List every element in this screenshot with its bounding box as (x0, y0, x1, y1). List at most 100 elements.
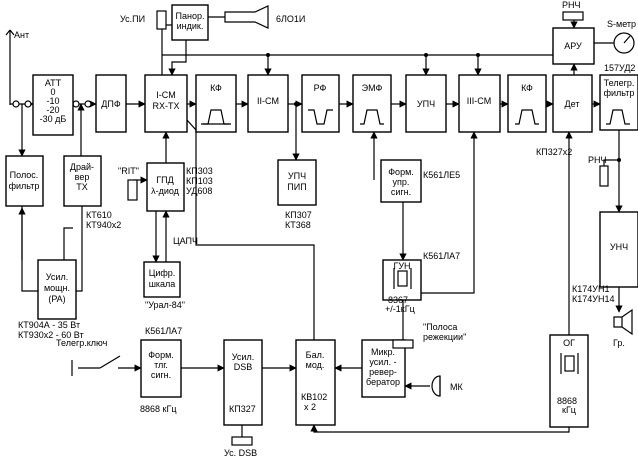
formtlg-text: тлг. (154, 360, 168, 370)
polosa1-label: "Полоса (423, 322, 457, 332)
dsb-block (223, 339, 263, 426)
switch-contact (12, 100, 20, 108)
tfilter-block (599, 74, 638, 131)
unch-text: УНЧ (610, 242, 628, 252)
junctions (266, 53, 621, 162)
ud608-label: УД608 (186, 186, 212, 196)
panor-block (171, 4, 209, 41)
junction-dot (266, 53, 270, 57)
dpf-text: ДПФ (101, 99, 121, 109)
kv102b-label: х 2 (304, 402, 316, 412)
pa-block (37, 259, 77, 320)
kt904-label: КТ904А - 35 Вт (18, 320, 80, 330)
polos-text: фильтр (9, 181, 40, 191)
ud2-label: 157УД2 (604, 63, 635, 73)
upch-block (405, 74, 447, 133)
telegr-key-lever (99, 355, 121, 369)
smetr-needle (623, 35, 631, 44)
mic-text: ревер- (369, 367, 397, 377)
kf2-text: КФ (521, 83, 533, 93)
k174un14-label: К174УН14 (572, 294, 615, 304)
switch-contact (84, 100, 92, 108)
kp327x2-label: КП327х2 (536, 147, 572, 157)
kt368-label: КТ368 (285, 220, 311, 230)
det-block (552, 74, 593, 133)
dpf-block (95, 74, 127, 133)
det-text: Дет (565, 99, 580, 109)
signal-wires (5, 11, 623, 438)
formtlg-text: Форм. (148, 350, 174, 360)
kp307-label: КП307 (285, 210, 312, 220)
k561la7-gun-label: К561ЛА7 (423, 251, 460, 261)
att-text: АТТ (45, 78, 62, 88)
rf-text: РФ (314, 83, 327, 93)
pa-text: мощн. (44, 283, 70, 293)
formupr-text: сигн. (391, 187, 411, 197)
wire-to-driver-arrow (63, 227, 73, 260)
gun-freq2-label: +/-1кГц (385, 304, 415, 314)
bandpass-icon (606, 109, 630, 125)
rf-block (301, 74, 340, 133)
dsb-text: DSB (234, 362, 253, 372)
pa-text: Усил. (46, 272, 68, 282)
aru-block (552, 27, 595, 65)
k561la7-tlg-label: К561ЛА7 (145, 326, 182, 336)
mix3-block (458, 74, 501, 133)
gpd-text: λ-диод (151, 186, 180, 196)
polos-text: Полос. (10, 170, 39, 180)
formtlg-text: сигн. (151, 370, 171, 380)
kp103-label: КП103 (186, 176, 213, 186)
rnch-mid-pot-icon (599, 165, 609, 187)
crystal-icon (564, 355, 575, 372)
cifr-text: Цифр. (149, 268, 176, 278)
potentiometers (127, 10, 609, 446)
kp303-label: КП303 (186, 166, 213, 176)
mix1-text: I-СМ (156, 90, 175, 100)
kt930-label: КТ930х2 - 60 Вт (18, 330, 84, 340)
unch-block (599, 211, 638, 288)
att-block (32, 74, 74, 136)
us-pi-pot-icon (156, 10, 167, 30)
speaker-icon (613, 308, 633, 336)
kv102a-label: КВ102 (301, 392, 327, 402)
kt940-label: КТ940х2 (86, 220, 121, 230)
kf1-block (195, 74, 237, 133)
switch-contact (24, 100, 32, 108)
junction-dot (294, 102, 298, 106)
filter-icons (201, 109, 630, 125)
polosa2-label: режекции" (423, 332, 466, 342)
mic-block (361, 339, 406, 398)
upchpip-text: ПИП (287, 182, 306, 192)
crt-label: 6ЛО1И (276, 14, 305, 24)
antenna-label: Ант (14, 30, 29, 40)
emf-text: ЭМФ (362, 83, 383, 93)
cifr-text: шкала (149, 279, 176, 289)
aru-text: АРУ (564, 41, 582, 51)
upchpip-block (277, 159, 317, 206)
wire-mix1-panor (161, 24, 172, 75)
att-text: -30 дБ (40, 114, 67, 124)
mix2-block (247, 74, 289, 133)
f8868-tlg-label: 8868 кГц (140, 404, 177, 414)
gun-freq1-label: 8367 (388, 295, 408, 305)
formupr-block (380, 159, 422, 203)
bandstop-icon (308, 109, 333, 125)
wire-balmod-mix1 (186, 119, 315, 340)
att-text: -20 (46, 105, 59, 115)
balmod-text: мод. (306, 360, 325, 370)
gpd-text: ГПД (156, 175, 173, 185)
rit-label: "RIT" (118, 166, 139, 176)
rnch-top-pot-icon (562, 11, 584, 21)
wire-panor-mix1 (168, 40, 187, 76)
cifr-block (143, 261, 181, 298)
rit-pot-icon (127, 179, 138, 201)
us-pi-label: Ус.ПИ (120, 14, 145, 24)
kt610-label: КТ610 (86, 210, 112, 220)
mix2-text: II-СМ (257, 96, 279, 106)
pa-text: (PA) (48, 294, 65, 304)
junction-dot (476, 53, 480, 57)
rnch-mid-label: РНЧ (588, 155, 607, 165)
wire-polos-pa (21, 206, 38, 292)
